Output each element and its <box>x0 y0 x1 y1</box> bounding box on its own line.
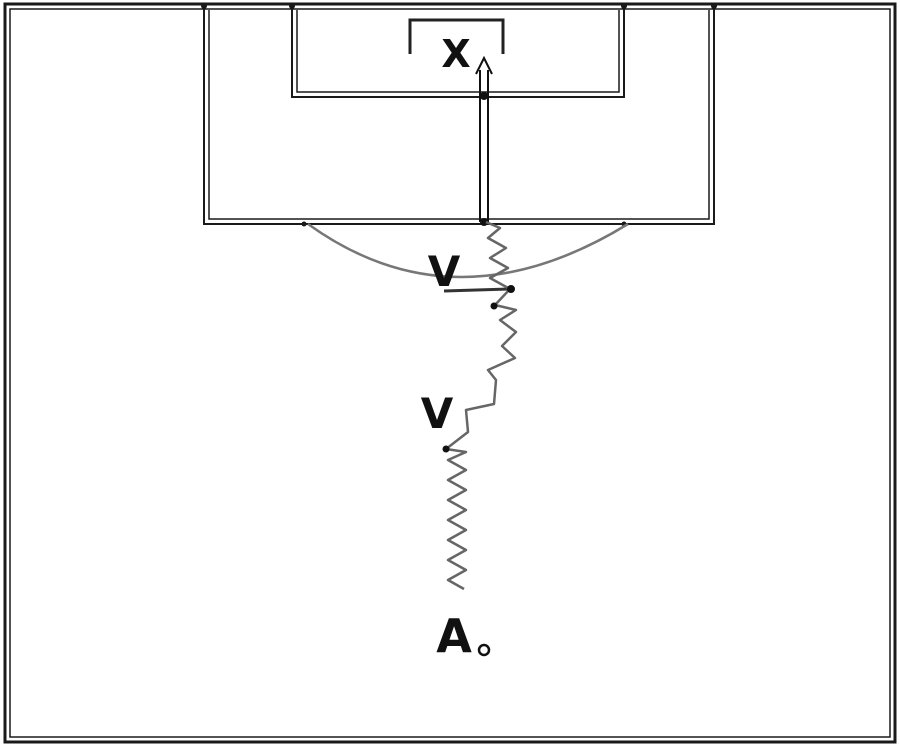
shot-node-bottom <box>480 218 488 226</box>
pitch-boundary-inner <box>9 8 891 738</box>
penalty-area <box>203 6 715 225</box>
dribble-path <box>444 220 518 591</box>
goalkeeper-bracket <box>408 18 505 54</box>
penalty-area-inner <box>208 10 710 220</box>
penalty-arc <box>307 222 629 279</box>
defender-mid-label: V <box>421 389 454 438</box>
pitch-boundary <box>3 2 897 744</box>
goal-area <box>291 6 625 98</box>
defender-top-label: V <box>428 247 461 296</box>
goalkeeper-label: X <box>441 32 470 76</box>
ball-icon <box>477 643 491 657</box>
pass-line <box>443 287 512 293</box>
attacker-label: A <box>436 609 472 663</box>
shot-node-top <box>480 92 488 100</box>
dribble-node-start <box>442 445 450 453</box>
pass-node <box>507 285 515 293</box>
goal-area-inner <box>296 10 620 93</box>
shot-arrow <box>475 55 493 222</box>
dribble-node <box>490 302 498 310</box>
